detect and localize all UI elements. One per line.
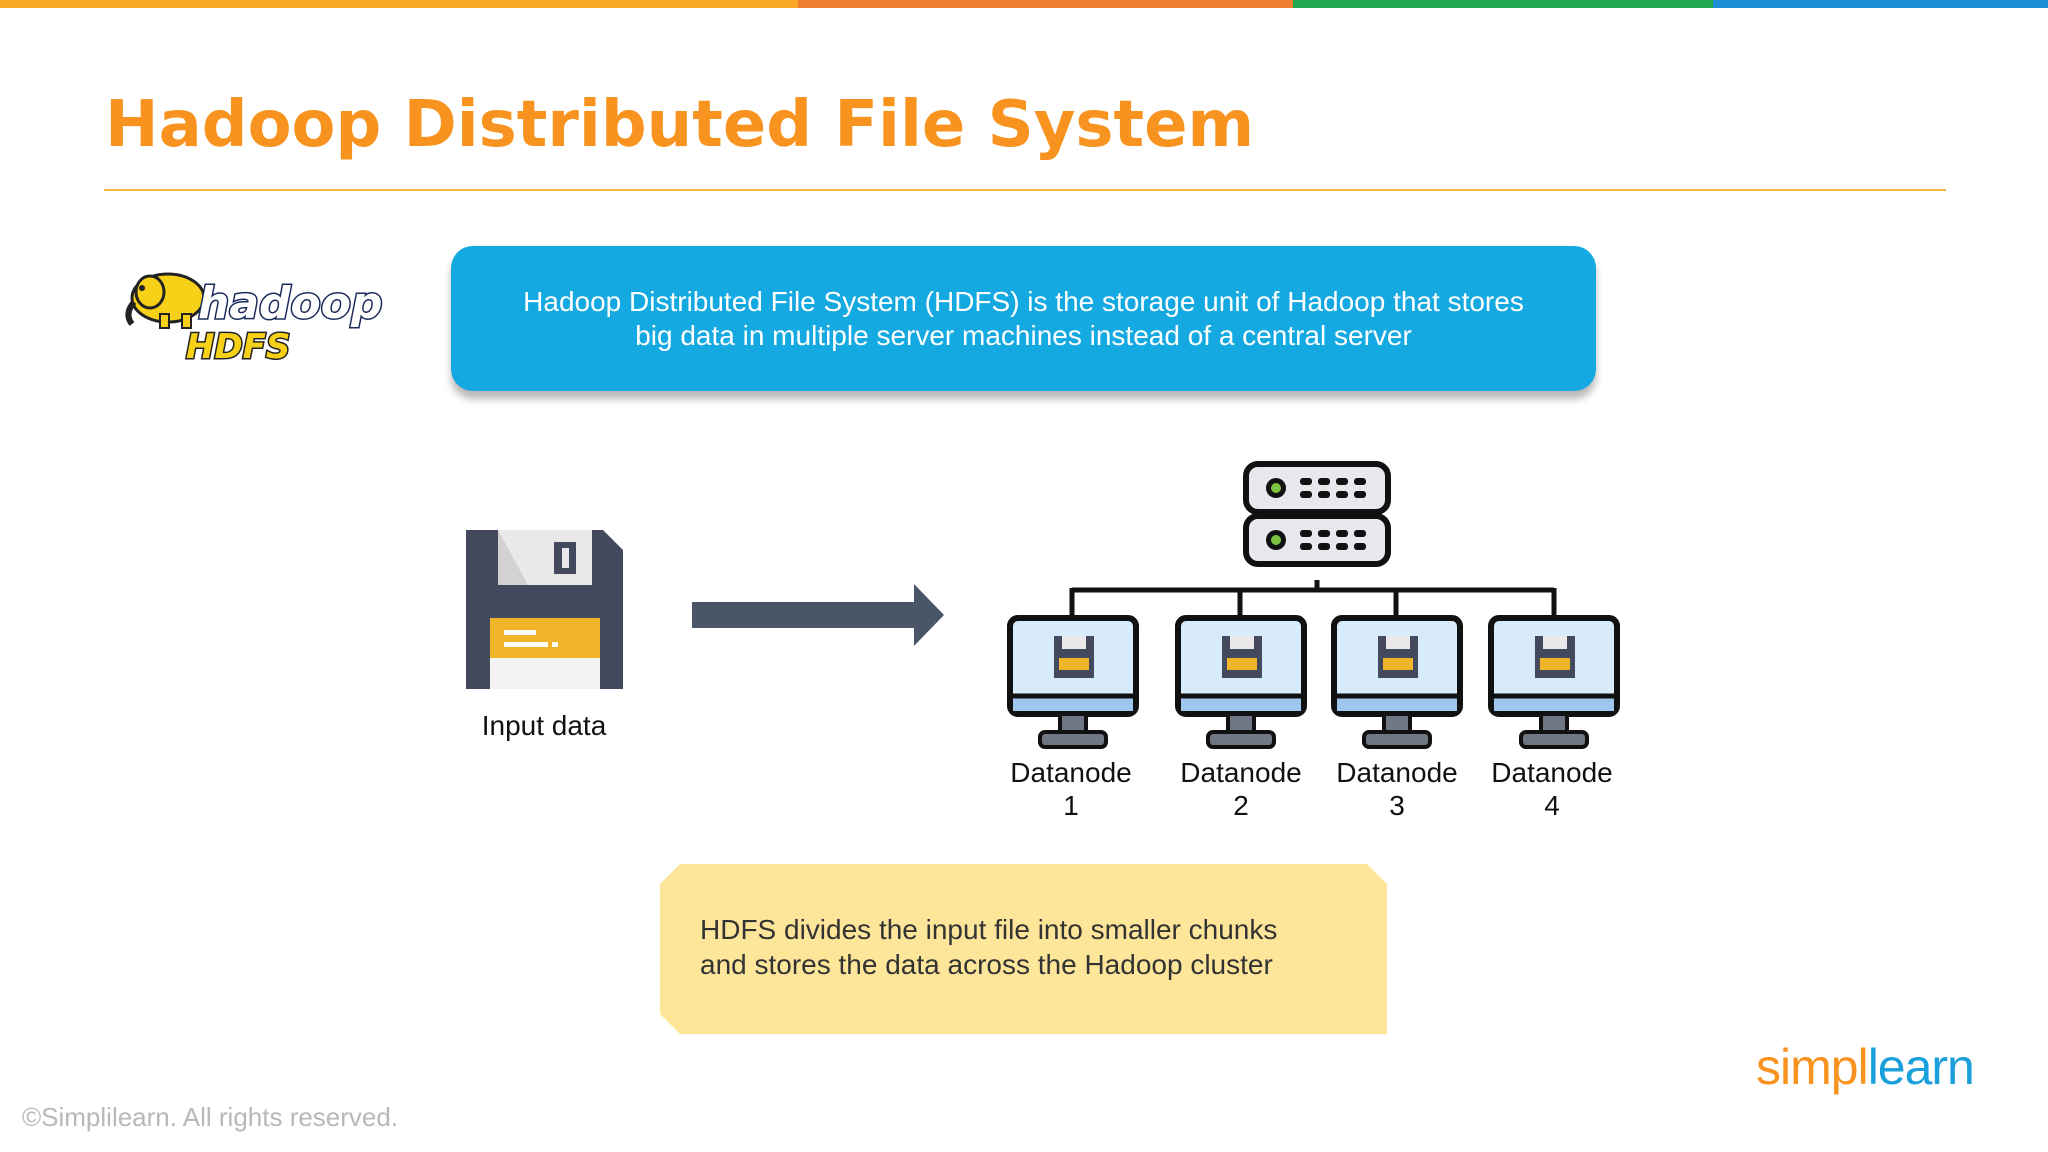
slide-title: Hadoop Distributed File System — [105, 88, 1255, 162]
elephant-icon — [125, 272, 206, 329]
right-arrow-icon — [692, 584, 944, 646]
monitor-icon — [1007, 615, 1139, 749]
floppy-disk-small-icon — [1222, 636, 1262, 678]
top-bar-orange — [798, 0, 1293, 8]
floppy-disk-icon — [466, 530, 623, 689]
hadoop-hdfs-logo: hadoop HDFS — [125, 272, 384, 367]
datanode-3-label: Datanode 3 — [1336, 757, 1458, 821]
datanode-4-label: Datanode 4 — [1491, 757, 1613, 821]
monitor-icon — [1488, 615, 1620, 749]
floppy-disk-small-icon — [1054, 636, 1094, 678]
datanode-1-label: Datanode 1 — [1010, 757, 1132, 821]
copyright-text: ©Simplilearn. All rights reserved. — [22, 1102, 399, 1132]
definition-box: Hadoop Distributed File System (HDFS) is… — [451, 246, 1596, 391]
top-bar-yellow — [0, 0, 798, 8]
note-box — [660, 864, 1387, 1034]
top-color-bar — [0, 0, 2048, 8]
server-icon — [1243, 461, 1391, 567]
input-data-label: Input data — [481, 710, 607, 741]
title-divider — [104, 189, 1946, 191]
cluster-connector-lines — [1069, 580, 1557, 620]
logo-hdfs-text: HDFS — [186, 327, 290, 367]
top-bar-blue — [1713, 0, 2048, 8]
definition-text: Hadoop Distributed File System (HDFS) is… — [523, 285, 1524, 351]
top-bar-green — [1293, 0, 1713, 8]
monitor-icon — [1175, 615, 1307, 749]
floppy-disk-small-icon — [1378, 636, 1418, 678]
monitor-icon — [1331, 615, 1463, 749]
note-text: HDFS divides the input file into smaller… — [700, 914, 1278, 980]
floppy-disk-small-icon — [1535, 636, 1575, 678]
datanode-2-label: Datanode 2 — [1180, 757, 1302, 821]
simplilearn-logo: simpllearn — [1756, 1039, 1975, 1095]
logo-hadoop-text: hadoop — [198, 278, 382, 329]
